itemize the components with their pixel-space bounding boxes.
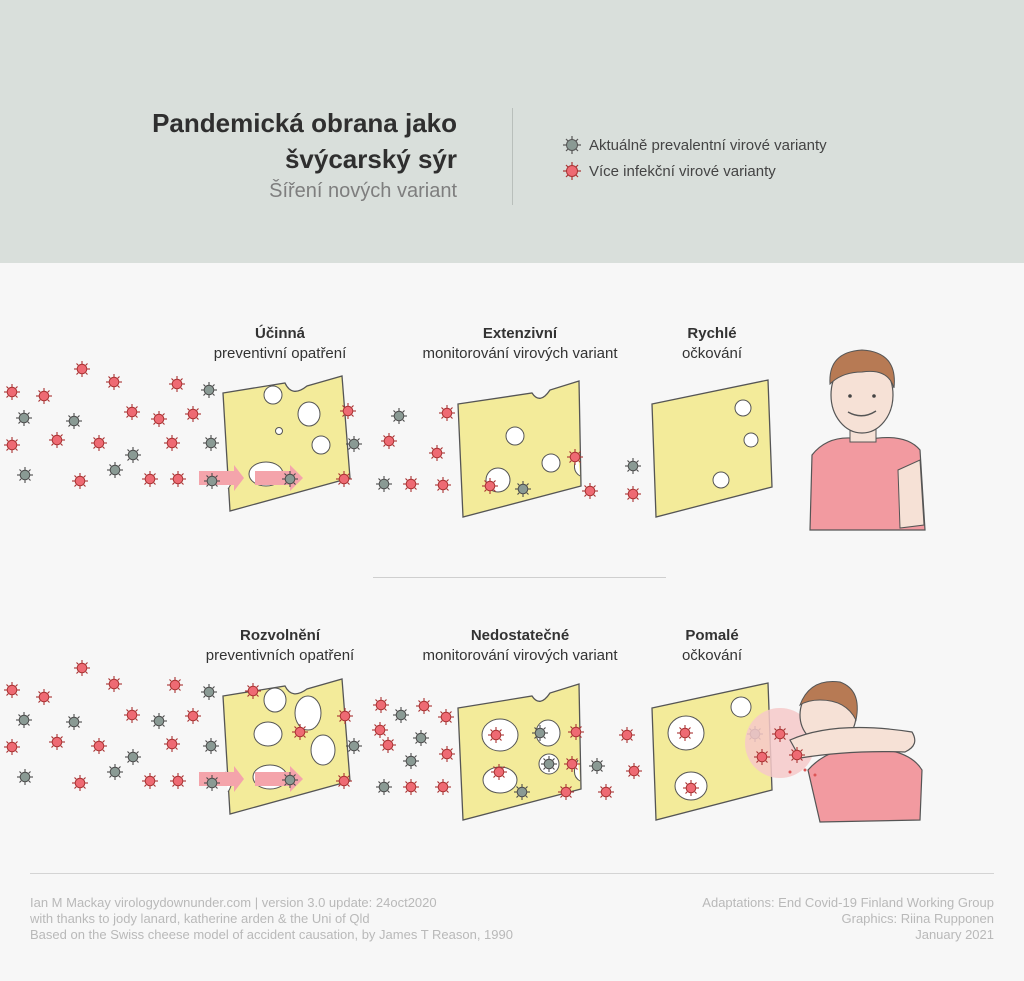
cheese-slice-relaxed-prevention xyxy=(222,678,351,815)
swiss-cheese-diagram xyxy=(3,349,926,823)
legend-label-infectious: Více infekční virové varianty xyxy=(589,162,776,180)
red-virus-icon xyxy=(563,162,581,180)
footer-divider xyxy=(30,873,994,874)
credit-line: with thanks to jody lanard, katherine ar… xyxy=(30,911,370,926)
cheese-slice-extensive-monitoring xyxy=(457,380,582,518)
legend: Aktuálně prevalentní virové varianty Víc… xyxy=(562,132,827,184)
cheese-slice-slow-vaccination xyxy=(651,682,773,821)
cheese-slice-insufficient-monitoring xyxy=(457,683,582,821)
arrow-through-hole-row2 xyxy=(199,766,303,792)
row-divider xyxy=(373,577,666,578)
credit-line: Based on the Swiss cheese model of accid… xyxy=(30,927,513,942)
legend-item-infectious: Více infekční virové varianty xyxy=(562,158,827,184)
grey-virus-icon xyxy=(563,136,581,154)
page-title: Pandemická obrana jako švýcarský sýr xyxy=(152,108,457,174)
header-divider xyxy=(512,108,513,205)
legend-item-prevalent: Aktuálně prevalentní virové varianty xyxy=(562,132,827,158)
credits-left: Ian M Mackay virologydownunder.com | ver… xyxy=(30,895,513,943)
credit-line: January 2021 xyxy=(915,927,994,942)
header-band: Pandemická obrana jako švýcarský sýr Šíř… xyxy=(0,0,1024,263)
credits-right: Adaptations: End Covid-19 Finland Workin… xyxy=(702,895,994,943)
sneezing-person-illustration xyxy=(745,680,923,823)
credit-line: Ian M Mackay virologydownunder.com | ver… xyxy=(30,895,437,910)
credit-line: Graphics: Riina Rupponen xyxy=(841,911,994,926)
page-subtitle: Šíření nových variant xyxy=(269,180,457,202)
healthy-person-illustration xyxy=(809,349,926,531)
cheese-slice-effective-prevention xyxy=(222,375,351,512)
cheese-slice-fast-vaccination xyxy=(651,379,773,518)
legend-label-prevalent: Aktuálně prevalentní virové varianty xyxy=(589,136,827,154)
credit-line: Adaptations: End Covid-19 Finland Workin… xyxy=(702,895,994,910)
virus-cloud-row2 xyxy=(3,659,764,801)
